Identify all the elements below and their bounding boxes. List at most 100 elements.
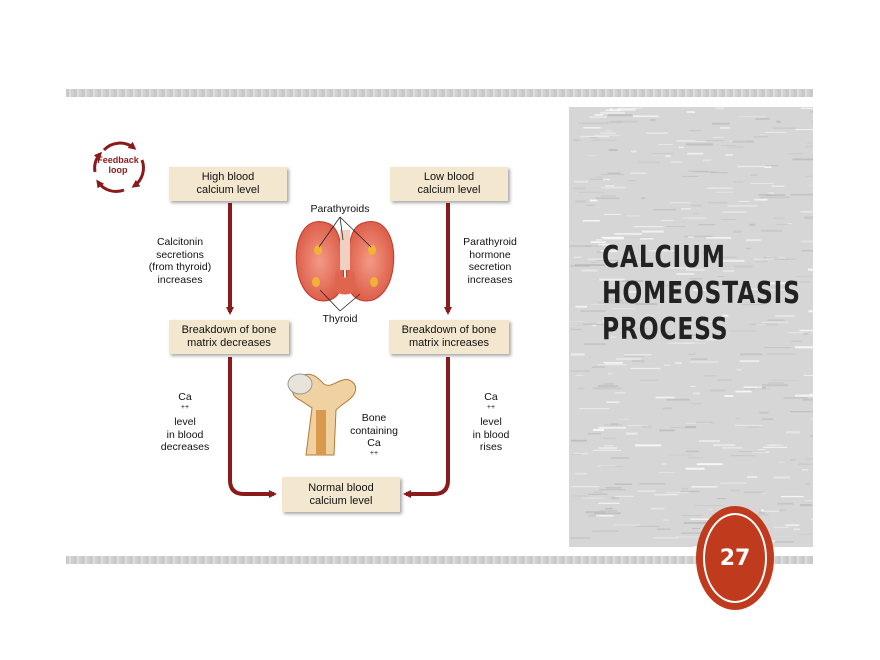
texture-stroke [578, 191, 605, 193]
texture-stroke [715, 107, 725, 110]
box-low-line-1: Low blood [423, 171, 475, 183]
texture-stroke [589, 137, 598, 139]
box-inc-line-2: matrix increases [408, 337, 490, 349]
pth-line-1: Parathyroid [463, 236, 517, 248]
title-line-3: Process [602, 312, 729, 347]
texture-stroke [765, 194, 786, 196]
texture-stroke [619, 418, 629, 420]
texture-stroke [774, 526, 789, 529]
texture-stroke [690, 403, 701, 405]
texture-stroke [578, 122, 608, 124]
texture-stroke [676, 273, 695, 275]
texture-stroke [634, 107, 643, 109]
texture-stroke [805, 146, 813, 148]
texture-stroke [603, 382, 614, 385]
texture-stroke [811, 120, 813, 122]
texture-stroke [760, 229, 782, 232]
texture-stroke [715, 191, 734, 193]
texture-stroke [719, 259, 745, 262]
texture-stroke [737, 165, 764, 168]
texture-stroke [611, 336, 617, 338]
texture-stroke [607, 373, 613, 375]
texture-stroke [687, 152, 704, 155]
texture-stroke [600, 132, 617, 134]
texture-stroke [695, 140, 725, 141]
texture-stroke [712, 444, 736, 447]
texture-stroke [599, 489, 626, 491]
thyroid-text: Thyroid [322, 313, 358, 325]
texture-stroke [811, 518, 813, 521]
texture-stroke [574, 264, 605, 266]
box-high-line-1: High blood [201, 171, 255, 183]
texture-stroke [750, 183, 774, 184]
texture-stroke [603, 437, 617, 439]
texture-stroke [653, 209, 677, 211]
texture-stroke [663, 407, 672, 410]
feedback-label-line-1: Feedback [97, 155, 139, 165]
calcitonin-line-2: secretions [156, 248, 204, 261]
texture-stroke [582, 220, 600, 222]
texture-stroke [792, 158, 813, 161]
texture-stroke [810, 435, 813, 437]
texture-stroke [601, 466, 623, 467]
texture-stroke [596, 239, 602, 241]
texture-stroke [683, 235, 713, 238]
texture-stroke [800, 504, 812, 507]
texture-stroke [706, 237, 732, 239]
texture-stroke [614, 483, 633, 485]
texture-stroke [795, 276, 813, 277]
texture-stroke [708, 509, 713, 511]
texture-stroke [684, 342, 706, 344]
texture-stroke [800, 211, 813, 213]
texture-stroke [764, 131, 787, 133]
calcitonin-line-1: Calcitonin [156, 236, 204, 248]
texture-stroke [660, 331, 672, 333]
texture-stroke [681, 334, 709, 336]
texture-stroke [655, 396, 675, 399]
texture-stroke [799, 329, 813, 332]
texture-stroke [595, 176, 603, 178]
texture-stroke [743, 388, 755, 390]
texture-stroke [776, 120, 782, 123]
texture-stroke [603, 237, 624, 240]
arrow-inc-to-normal [403, 357, 450, 498]
texture-stroke [625, 432, 638, 435]
texture-stroke [799, 281, 810, 283]
texture-stroke [727, 205, 758, 207]
texture-stroke [770, 540, 776, 543]
texture-stroke [703, 375, 717, 377]
texture-stroke [806, 143, 813, 145]
bone-ca-sup: ++ [369, 449, 379, 457]
texture-stroke [688, 170, 709, 172]
ca-dec-line-2: in blood [166, 428, 204, 441]
texture-stroke [625, 237, 650, 239]
texture-stroke [790, 193, 813, 196]
texture-stroke [773, 127, 797, 129]
feedback-loop-icon [93, 141, 145, 193]
texture-stroke [661, 463, 667, 465]
texture-stroke [603, 361, 623, 364]
texture-stroke [690, 385, 696, 387]
texture-stroke [632, 360, 645, 363]
texture-stroke [695, 338, 724, 341]
texture-stroke [755, 118, 770, 120]
texture-stroke [688, 457, 704, 459]
texture-stroke [653, 537, 679, 539]
texture-stroke [794, 394, 813, 397]
texture-stroke [649, 250, 677, 252]
texture-stroke [597, 465, 616, 467]
texture-stroke [604, 424, 623, 427]
texture-stroke [645, 132, 668, 134]
label-ca-rises: Ca++ level in blood rises [456, 391, 526, 454]
texture-stroke [654, 494, 678, 496]
texture-stroke [778, 461, 786, 463]
texture-stroke [582, 497, 605, 499]
texture-stroke [716, 498, 727, 500]
texture-stroke [734, 424, 763, 426]
texture-stroke [593, 491, 604, 493]
texture-stroke [770, 379, 799, 381]
texture-stroke [730, 489, 741, 492]
texture-stroke [571, 353, 585, 356]
ca-rise-level: level [480, 416, 502, 428]
texture-stroke [569, 245, 592, 247]
